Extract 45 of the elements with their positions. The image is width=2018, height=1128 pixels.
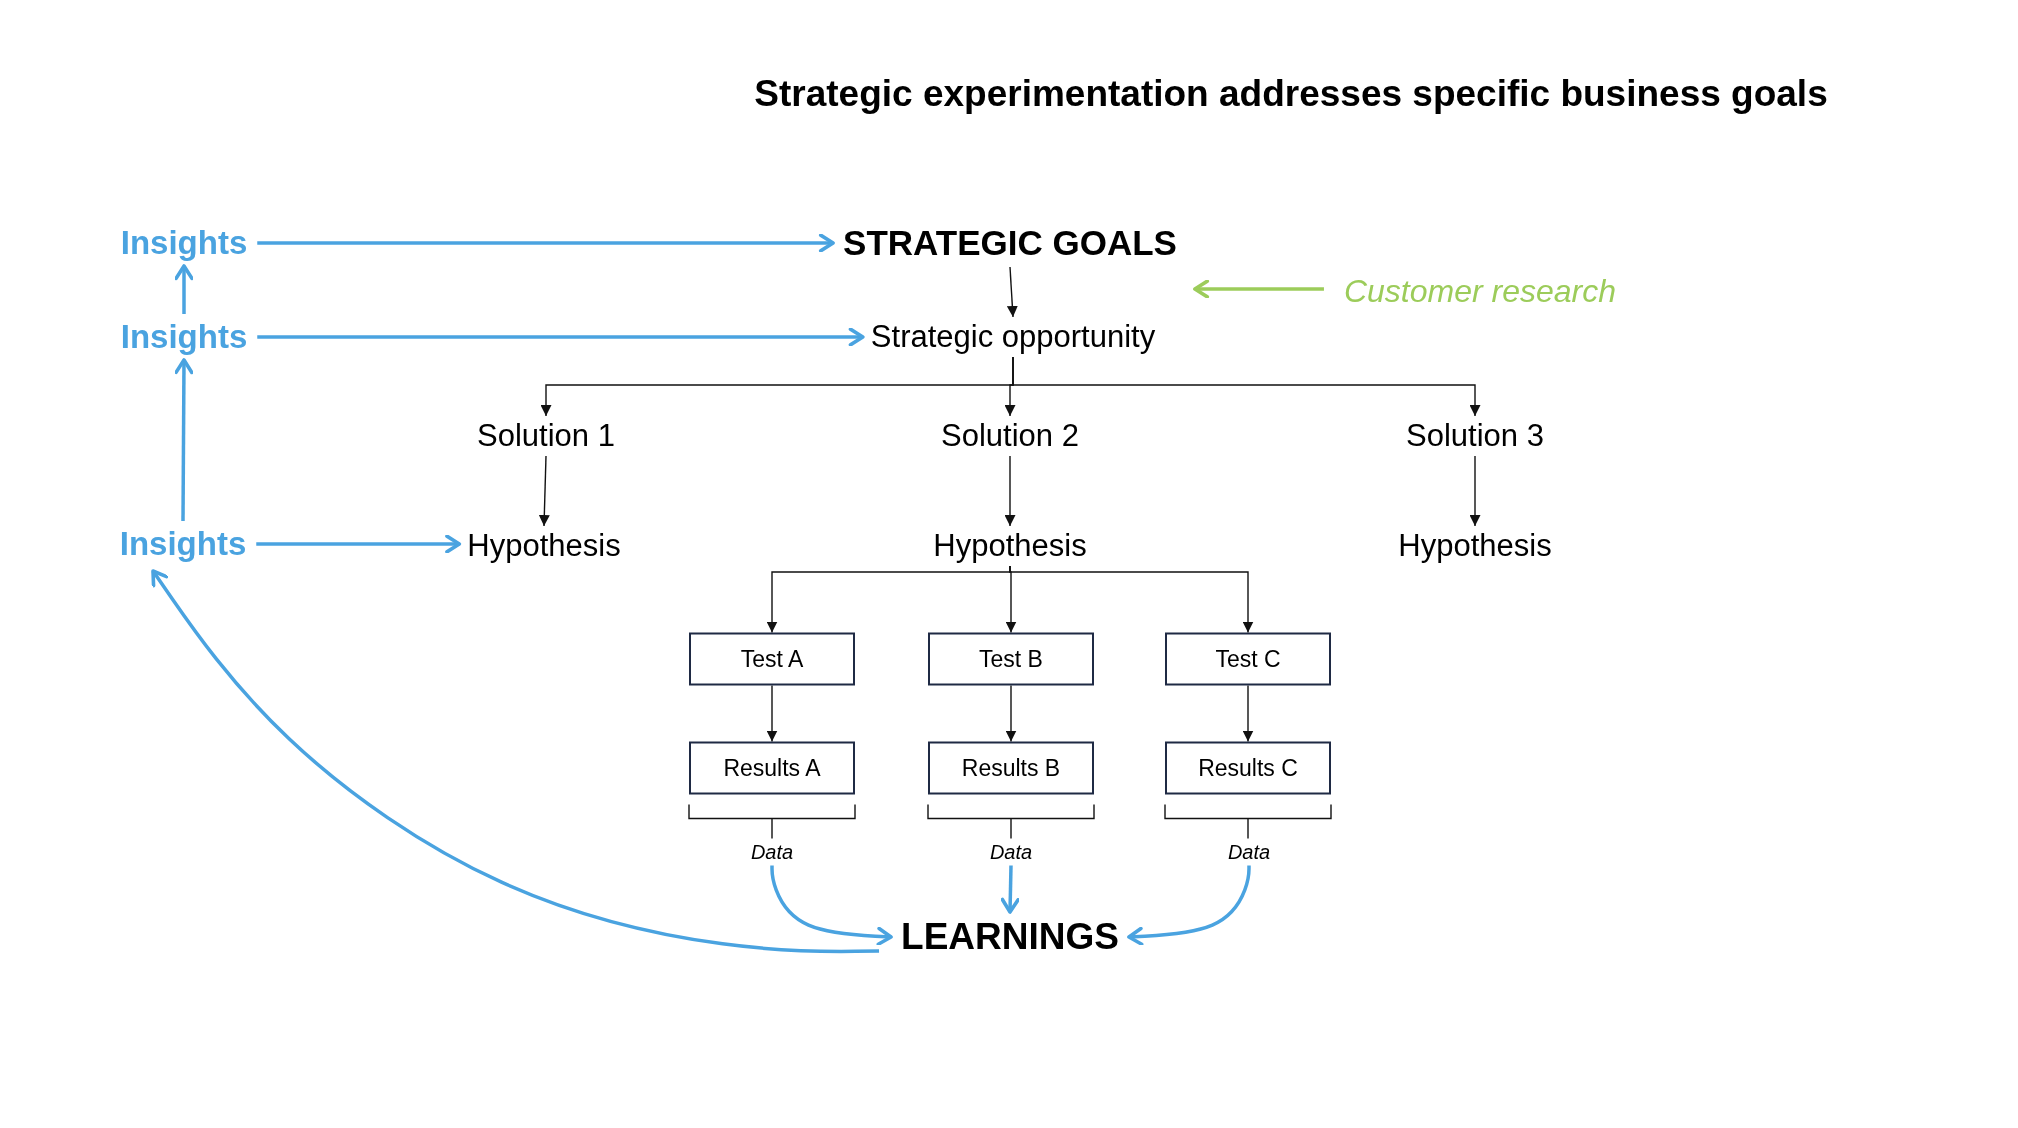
arrow — [256, 534, 462, 554]
step-label: Solution 3 — [1398, 416, 1552, 456]
source-label: Customer research — [1333, 268, 1627, 314]
test-box: Test B — [928, 632, 1094, 686]
test-box: Test C — [1165, 632, 1331, 686]
insights-label: Insights — [110, 314, 258, 360]
data-label: Data — [1221, 838, 1277, 866]
step-label: Hypothesis — [459, 526, 629, 566]
arrow — [1005, 684, 1017, 743]
result-box: Results A — [689, 741, 855, 795]
result-box: Results B — [928, 741, 1094, 795]
bracket — [1164, 803, 1332, 840]
arrow — [1242, 684, 1254, 743]
data-label: Data — [983, 838, 1039, 866]
arrow — [1009, 565, 1254, 634]
arrow — [1193, 279, 1324, 299]
step-label: Solution 2 — [933, 416, 1087, 456]
arrow — [770, 865, 893, 946]
arrow — [1004, 455, 1016, 527]
title: Strategic experimentation addresses specific business goals — [754, 73, 1828, 115]
arrow — [1000, 865, 1020, 914]
insights-label: Insights — [110, 220, 258, 266]
result-box: Results C — [1165, 741, 1331, 795]
arrow — [257, 233, 835, 253]
arrow — [174, 264, 194, 314]
arrow — [151, 569, 880, 954]
data-label: Data — [744, 838, 800, 866]
step-label: Solution 1 — [469, 416, 623, 456]
arrow — [257, 327, 865, 347]
arrow — [1469, 455, 1481, 527]
learnings-label: LEARNINGS — [891, 912, 1129, 962]
arrow — [1127, 865, 1251, 946]
bracket — [688, 803, 856, 840]
step-label: Strategic opportunity — [862, 317, 1164, 357]
arrow — [1012, 356, 1481, 417]
arrow — [174, 358, 194, 521]
arrow — [766, 684, 778, 743]
arrow — [538, 455, 550, 527]
insights-label: Insights — [109, 521, 257, 567]
arrow — [1006, 266, 1018, 318]
bracket — [927, 803, 1095, 840]
step-label: Hypothesis — [1390, 526, 1560, 566]
goal-label: STRATEGIC GOALS — [833, 219, 1187, 267]
test-box: Test A — [689, 632, 855, 686]
step-label: Hypothesis — [925, 526, 1095, 566]
